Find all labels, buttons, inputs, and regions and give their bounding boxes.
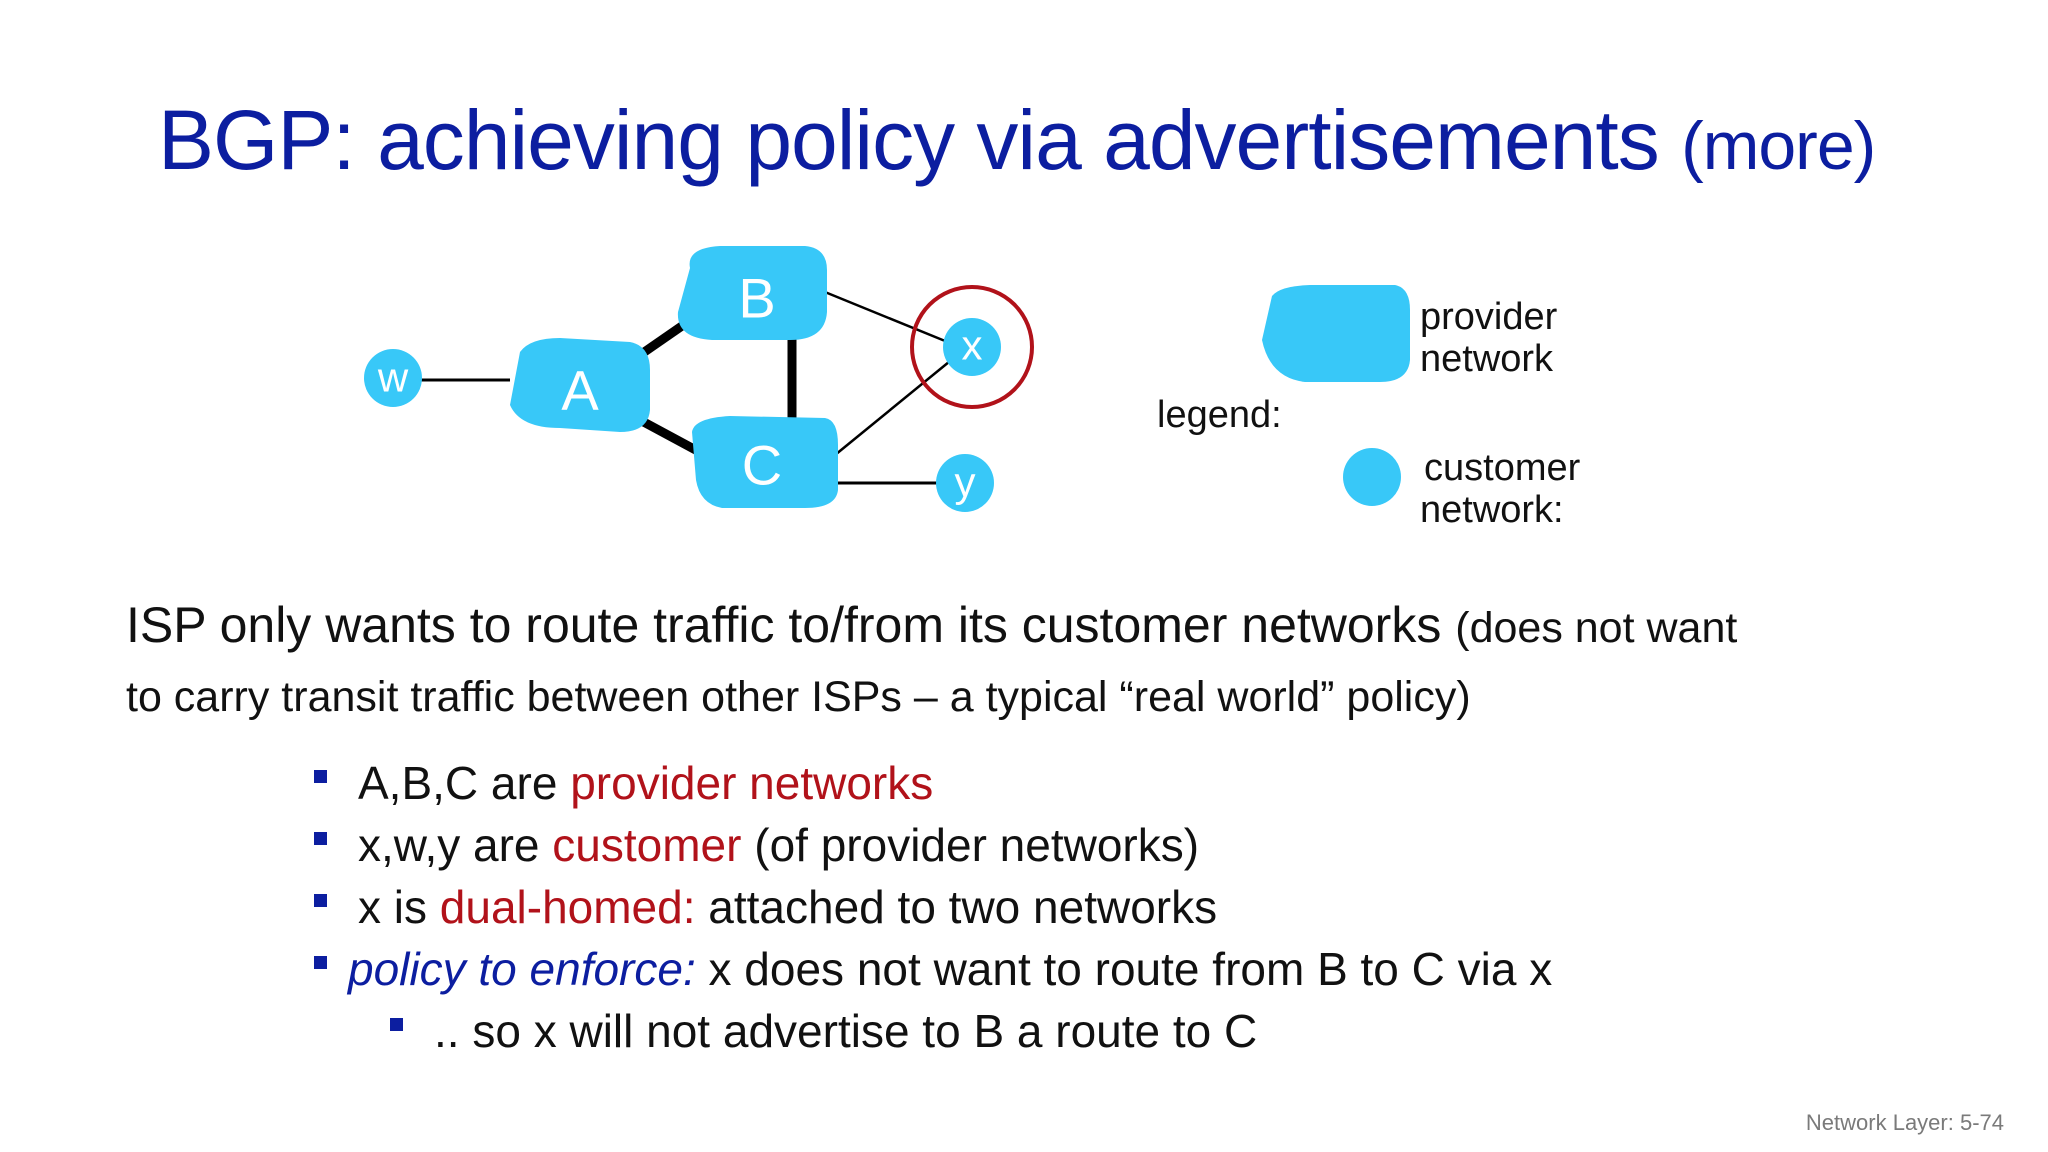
provider-network-b: B [677,246,827,340]
legend-customer-text: customer network: [1420,447,1580,531]
bullet-list: A,B,C are provider networks x,w,y are cu… [310,752,1552,1062]
bullet-highlight: provider networks [570,757,934,809]
bullet-item: A,B,C are provider networks [310,752,1552,814]
customer-network-w: w [364,349,422,407]
slide-footer: Network Layer: 5-74 [1805,1110,2004,1135]
legend-provider-shape [1262,285,1410,382]
bullet-italic: policy to enforce: [348,943,696,995]
bullet-highlight: customer [552,819,742,871]
bullet-text: (of provider networks) [741,819,1200,871]
legend-customer-line2: network: [1420,489,1564,531]
bullet-item: x,w,y are customer (of provider networks… [310,814,1552,876]
node-label-a: A [561,359,599,422]
bullet-text: x does not want to route from B to C via… [695,943,1553,995]
provider-network-c: C [692,416,838,508]
bullet-text: x,w,y are [358,819,553,871]
paragraph-main: ISP only wants to route traffic to/from … [126,597,1442,653]
legend-provider-line2: network [1420,338,1554,380]
node-label-y: y [955,459,976,506]
customer-network-y: y [936,454,994,512]
paragraph-aside-line1: (does not want [1455,604,1738,652]
legend-provider-text: provider network [1420,296,1557,380]
legend-customer-shape [1343,448,1401,506]
customer-network-x: x [910,285,1034,409]
bullet-highlight: dual-homed: [439,881,696,933]
bullet-item: policy to enforce: x does not want to ro… [310,938,1552,1000]
policy-paragraph: ISP only wants to route traffic to/from … [126,592,1986,730]
bullet-text: .. so x will not advertise to B a route … [434,1005,1258,1057]
link-c-x [834,356,956,456]
paragraph-aside-line2: to carry transit traffic between other I… [126,673,1471,721]
legend-customer-line1: customer [1424,447,1581,489]
title-more: (more) [1681,108,1876,184]
title-main: BGP: achieving policy via advertisements [158,93,1660,187]
bullet-text: attached to two networks [695,881,1218,933]
node-label-x: x [962,322,983,369]
bullet-text: A,B,C are [358,757,571,809]
node-label-w: w [377,354,409,401]
link-b-x [819,288,951,345]
provider-network-a: A [510,338,650,432]
legend-label: legend: [1157,394,1282,436]
node-label-b: B [738,267,775,330]
legend-provider-line1: provider [1420,296,1558,338]
bullet-text: x is [358,881,440,933]
dual-homed-highlight-ring [910,285,1034,409]
node-label-c: C [742,434,782,497]
bullet-item: x is dual-homed: attached to two network… [310,876,1552,938]
sub-bullet-item: .. so x will not advertise to B a route … [386,1000,1552,1062]
page-title: BGP: achieving policy via advertisements… [158,92,1876,189]
